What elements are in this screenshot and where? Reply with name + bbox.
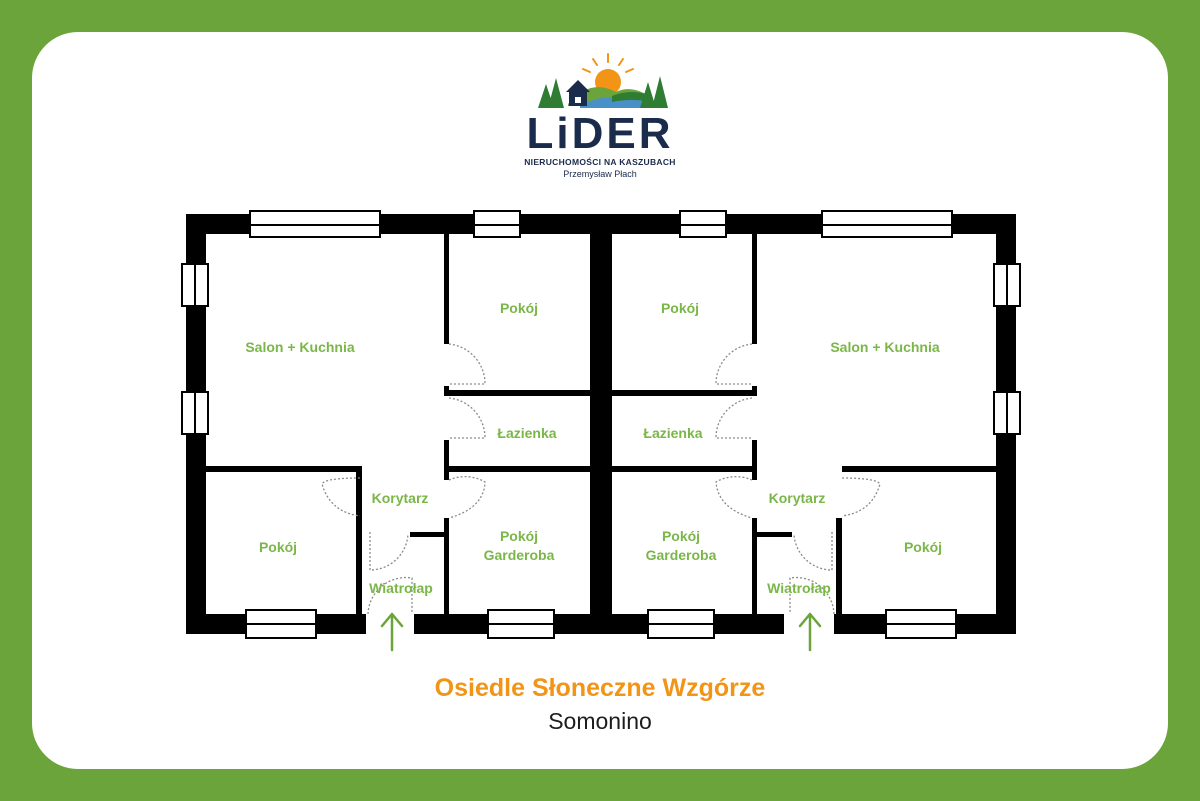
- window: [473, 224, 521, 238]
- window: [1006, 391, 1021, 435]
- wall-left-pokoj-1: [444, 234, 449, 344]
- wall-left-wiatr-top: [410, 532, 448, 537]
- room-label-salon-left: Salon + Kuchnia: [245, 339, 355, 355]
- estate-location: Somonino: [548, 708, 652, 734]
- window: [194, 263, 209, 307]
- wall-right-pokoj-wiatr: [836, 518, 842, 614]
- wall-right-laz-gard: [612, 466, 757, 472]
- room-label-pokoj-top-right: Pokój: [661, 300, 699, 316]
- window: [249, 210, 381, 226]
- window: [487, 609, 555, 625]
- wall-left-gard-1: [444, 518, 449, 614]
- wall-right-pokoj-1: [752, 234, 757, 344]
- window: [679, 224, 727, 238]
- room-label-korytarz-left: Korytarz: [372, 490, 429, 506]
- wall-right-gard-1: [752, 518, 757, 614]
- window: [473, 210, 521, 226]
- logo-emblem: [538, 53, 668, 108]
- room-label-lazienka-right: Łazienka: [643, 425, 702, 441]
- room-label-lazienka-left: Łazienka: [497, 425, 556, 441]
- logo-owner: Przemysław Płach: [563, 169, 637, 179]
- wall-right-laz-1: [752, 440, 757, 480]
- window: [885, 623, 957, 639]
- room-label-pokoj-bottom-left: Pokój: [259, 539, 297, 555]
- estate-title: Osiedle Słoneczne Wzgórze: [434, 674, 766, 702]
- walls: [186, 214, 1016, 634]
- wall-left-pokoj-wiatr: [356, 466, 362, 614]
- room-label-pokoj-bottom-right: Pokój: [904, 539, 942, 555]
- window: [647, 623, 715, 639]
- window: [245, 623, 317, 639]
- window: [181, 391, 196, 435]
- window: [487, 623, 555, 639]
- tree-icon: [538, 76, 668, 108]
- room-label-garderoba-left-line1: Pokój: [500, 528, 538, 544]
- wall-left-laz-1: [444, 440, 449, 480]
- room-label-garderoba-right-line1: Pokój: [662, 528, 700, 544]
- window: [993, 391, 1008, 435]
- window: [245, 609, 317, 625]
- window: [993, 263, 1008, 307]
- window: [821, 210, 953, 226]
- room-label-garderoba-right-line2: Garderoba: [646, 547, 717, 563]
- windows: [181, 210, 1021, 639]
- door-swings: [321, 343, 881, 615]
- wall-left-salon-pokoj: [206, 466, 362, 472]
- wall-center: [590, 214, 612, 634]
- window: [1006, 263, 1021, 307]
- wall-right-wiatr-top: [752, 532, 792, 537]
- house-icon: [566, 80, 590, 106]
- wall-right-pokoj-laz: [612, 390, 757, 396]
- wall-left-pokoj-laz: [444, 390, 590, 396]
- window: [194, 391, 209, 435]
- logo-tagline: NIERUCHOMOŚCI NA KASZUBACH: [524, 157, 676, 167]
- window: [249, 224, 381, 238]
- wall-right-salon-pokoj: [842, 466, 996, 472]
- room-label-salon-right: Salon + Kuchnia: [830, 339, 940, 355]
- window: [679, 210, 727, 226]
- window: [647, 609, 715, 625]
- window: [181, 263, 196, 307]
- entrance-arrow-icon: [380, 612, 822, 652]
- window: [885, 609, 957, 625]
- room-label-wiatrolap-left: Wiatrołap: [369, 580, 433, 596]
- logo-wordmark: LiDER: [526, 109, 674, 158]
- room-label-korytarz-right: Korytarz: [769, 490, 826, 506]
- window: [821, 224, 953, 238]
- room-label-garderoba-left-line2: Garderoba: [484, 547, 555, 563]
- room-label-pokoj-top-left: Pokój: [500, 300, 538, 316]
- company-logo: LiDER NIERUCHOMOŚCI NA KASZUBACH Przemys…: [520, 48, 680, 188]
- room-label-wiatrolap-right: Wiatrołap: [767, 580, 831, 596]
- wall-left-laz-gard: [444, 466, 590, 472]
